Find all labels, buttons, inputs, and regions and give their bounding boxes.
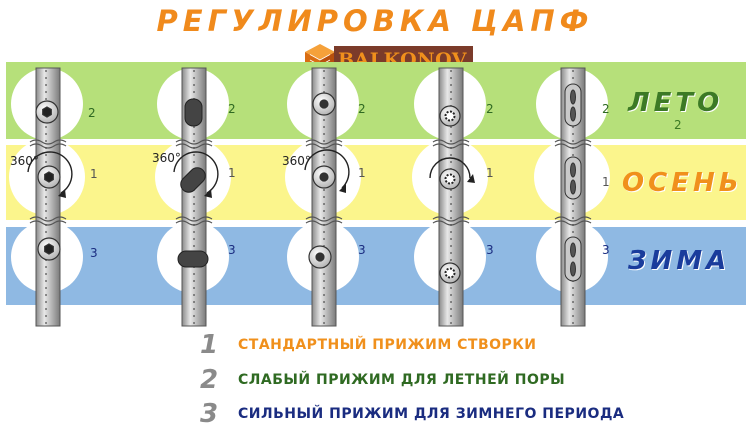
legend-item: 2 СЛАБЫЙ ПРИЖИМ ДЛЯ ЛЕТНЕЙ ПОРЫ	[200, 365, 566, 395]
trunnion-diagram: 360° 360° 360° 2 1 3 2 1 3 2 1 3 2 1 3 2…	[9, 67, 610, 327]
oval-trunnion-column	[177, 98, 209, 268]
legend-text: СИЛЬНЫЙ ПРИЖИМ ДЛЯ ЗИМНЕГО ПЕРИОДА	[238, 406, 625, 422]
row-number-winter: 3	[228, 243, 236, 257]
rotation-label: 360°	[282, 154, 311, 168]
row-number-autumn: 1	[602, 175, 610, 189]
rotation-label: 360°	[10, 154, 39, 168]
row-number-summer: 2	[602, 102, 610, 116]
hex-trunnion-column	[35, 100, 61, 261]
round-trunnion-column	[308, 92, 336, 269]
row-number-summer: 2	[486, 102, 494, 116]
legend-number: 2	[200, 365, 219, 395]
season-autumn: ОСЕНЬ	[622, 168, 743, 198]
legend-text: СТАНДАРТНЫЙ ПРИЖИМ СТВОРКИ	[238, 337, 537, 353]
row-number-summer: 2	[358, 102, 366, 116]
legend-item: 3 СИЛЬНЫЙ ПРИЖИМ ДЛЯ ЗИМНЕГО ПЕРИОДА	[200, 399, 625, 429]
star-trunnion-column	[439, 105, 461, 284]
row-number-winter: 3	[90, 246, 98, 260]
row-number-autumn: 1	[228, 166, 236, 180]
page-title: РЕГУЛИРОВКА ЦАПФ	[156, 4, 594, 38]
row-number-autumn: 1	[358, 166, 366, 180]
summer-band	[6, 62, 746, 139]
row-number-winter: 3	[602, 243, 610, 257]
legend-text: СЛАБЫЙ ПРИЖИМ ДЛЯ ЛЕТНЕЙ ПОРЫ	[238, 372, 566, 388]
winter-band	[6, 227, 746, 305]
rotation-label: 360°	[152, 151, 181, 165]
row-number-winter: 3	[486, 243, 494, 257]
row-number-autumn: 1	[90, 167, 98, 181]
season-summer: ЛЕТО	[628, 88, 724, 118]
slot-trunnion-column	[564, 83, 582, 282]
row-number-summer: 2	[228, 102, 236, 116]
legend-number: 1	[200, 330, 219, 360]
legend-item: 1 СТАНДАРТНЫЙ ПРИЖИМ СТВОРКИ	[200, 330, 537, 360]
rotation-arrows	[27, 149, 471, 194]
season-winter: ЗИМА	[628, 246, 731, 276]
row-number-autumn: 1	[486, 166, 494, 180]
row-number-winter: 3	[358, 243, 366, 257]
season-summer-sub: 2	[674, 118, 682, 132]
legend-number: 3	[200, 399, 219, 429]
autumn-band	[6, 145, 746, 220]
row-number-summer: 2	[88, 106, 96, 120]
